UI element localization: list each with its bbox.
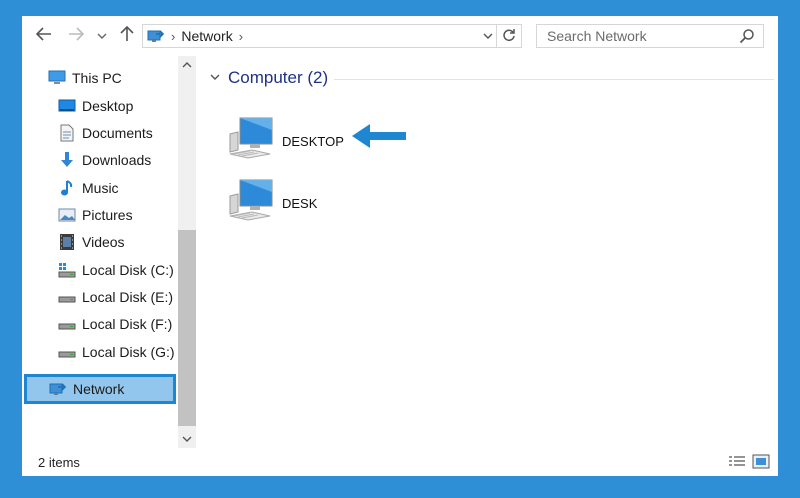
documents-icon (58, 124, 76, 142)
details-view-icon (728, 456, 746, 474)
toolbar: › Network › (22, 16, 778, 56)
details-view-button[interactable] (728, 454, 746, 470)
computer-icon (226, 114, 274, 169)
sidebar-item-downloads[interactable]: Downloads (58, 148, 151, 172)
group-divider (334, 79, 774, 80)
breadcrumb-chevron-icon[interactable]: › (238, 28, 244, 44)
sidebar-item-label: Local Disk (E:) (82, 289, 174, 305)
network-icon (147, 28, 165, 44)
network-computer-item[interactable]: DESK (226, 176, 317, 231)
navigation-pane: This PC Desktop Documents Downloads Musi… (22, 56, 198, 448)
sidebar-item-label: Documents (82, 125, 153, 141)
content-pane: Computer (2) DESKTOP (200, 56, 778, 448)
item-count: 2 items (38, 455, 80, 470)
search-input[interactable] (545, 27, 739, 45)
file-explorer-window: › Network › This PC (22, 16, 778, 476)
search-icon[interactable] (739, 28, 755, 49)
pictures-icon (58, 207, 76, 223)
collapse-chevron-icon[interactable] (210, 72, 220, 84)
pointer-arrow-icon (352, 124, 406, 148)
network-computer-item[interactable]: DESKTOP (226, 114, 344, 169)
group-header[interactable]: Computer (2) (210, 68, 328, 88)
sidebar-item-desktop[interactable]: Desktop (58, 94, 133, 118)
back-arrow-icon (35, 26, 52, 46)
sidebar-item-local-disk-c[interactable]: Local Disk (C:) (58, 258, 174, 282)
breadcrumb-network[interactable]: Network (181, 28, 233, 44)
network-icon (49, 381, 67, 397)
sidebar-item-network[interactable]: Network (24, 374, 176, 404)
sidebar-item-label: Network (73, 381, 125, 397)
sidebar-item-label: Local Disk (G:) (82, 344, 175, 360)
scrollbar-thumb[interactable] (178, 230, 196, 426)
back-button[interactable] (34, 25, 54, 47)
chevron-down-icon (97, 27, 107, 45)
sidebar-item-this-pc[interactable]: This PC (48, 66, 122, 90)
up-button[interactable] (118, 25, 136, 47)
address-dropdown-icon[interactable] (483, 29, 493, 43)
up-arrow-icon (120, 25, 134, 47)
status-bar: 2 items (22, 448, 778, 476)
refresh-button[interactable] (496, 25, 521, 47)
search-box[interactable] (536, 24, 764, 48)
forward-arrow-icon (68, 26, 85, 46)
address-bar[interactable]: › Network › (142, 24, 522, 48)
forward-button[interactable] (66, 25, 86, 47)
large-icons-view-icon (752, 454, 770, 474)
recent-locations-button[interactable] (96, 25, 108, 47)
scroll-down-button[interactable] (178, 430, 196, 448)
computer-label: DESKTOP (282, 134, 344, 149)
desktop-folder-icon (58, 98, 76, 114)
large-icons-view-button[interactable] (752, 454, 770, 470)
system-drive-icon (58, 262, 76, 278)
sidebar-item-pictures[interactable]: Pictures (58, 203, 133, 227)
breadcrumb-separator-icon: › (171, 28, 176, 44)
sidebar-item-videos[interactable]: Videos (58, 230, 125, 254)
refresh-icon (502, 28, 516, 45)
sidebar-item-documents[interactable]: Documents (58, 121, 153, 145)
drive-icon (58, 316, 76, 332)
computer-icon (226, 176, 274, 231)
sidebar-item-local-disk-e[interactable]: Local Disk (E:) (58, 285, 173, 309)
sidebar-item-label: Local Disk (C:) (82, 262, 174, 278)
drive-icon (58, 344, 76, 360)
sidebar-item-local-disk-f[interactable]: Local Disk (F:) (58, 312, 172, 336)
sidebar-item-label: Desktop (82, 98, 134, 114)
sidebar-item-label: Downloads (82, 152, 152, 168)
group-title: Computer (2) (228, 68, 329, 87)
sidebar-item-label: This PC (72, 70, 122, 86)
sidebar-item-music[interactable]: Music (58, 176, 119, 200)
sidebar-item-local-disk-g[interactable]: Local Disk (G:) (58, 340, 175, 364)
sidebar-item-label: Local Disk (F:) (82, 316, 173, 332)
videos-icon (58, 234, 76, 250)
downloads-icon (58, 152, 76, 168)
scroll-up-button[interactable] (178, 56, 196, 74)
music-icon (58, 180, 76, 196)
computer-label: DESK (282, 196, 318, 211)
this-pc-icon (48, 70, 66, 86)
sidebar-scrollbar[interactable] (178, 56, 196, 448)
sidebar-item-label: Videos (82, 234, 125, 250)
drive-icon (58, 289, 76, 305)
sidebar-item-label: Pictures (82, 207, 133, 223)
sidebar-item-label: Music (82, 180, 119, 196)
